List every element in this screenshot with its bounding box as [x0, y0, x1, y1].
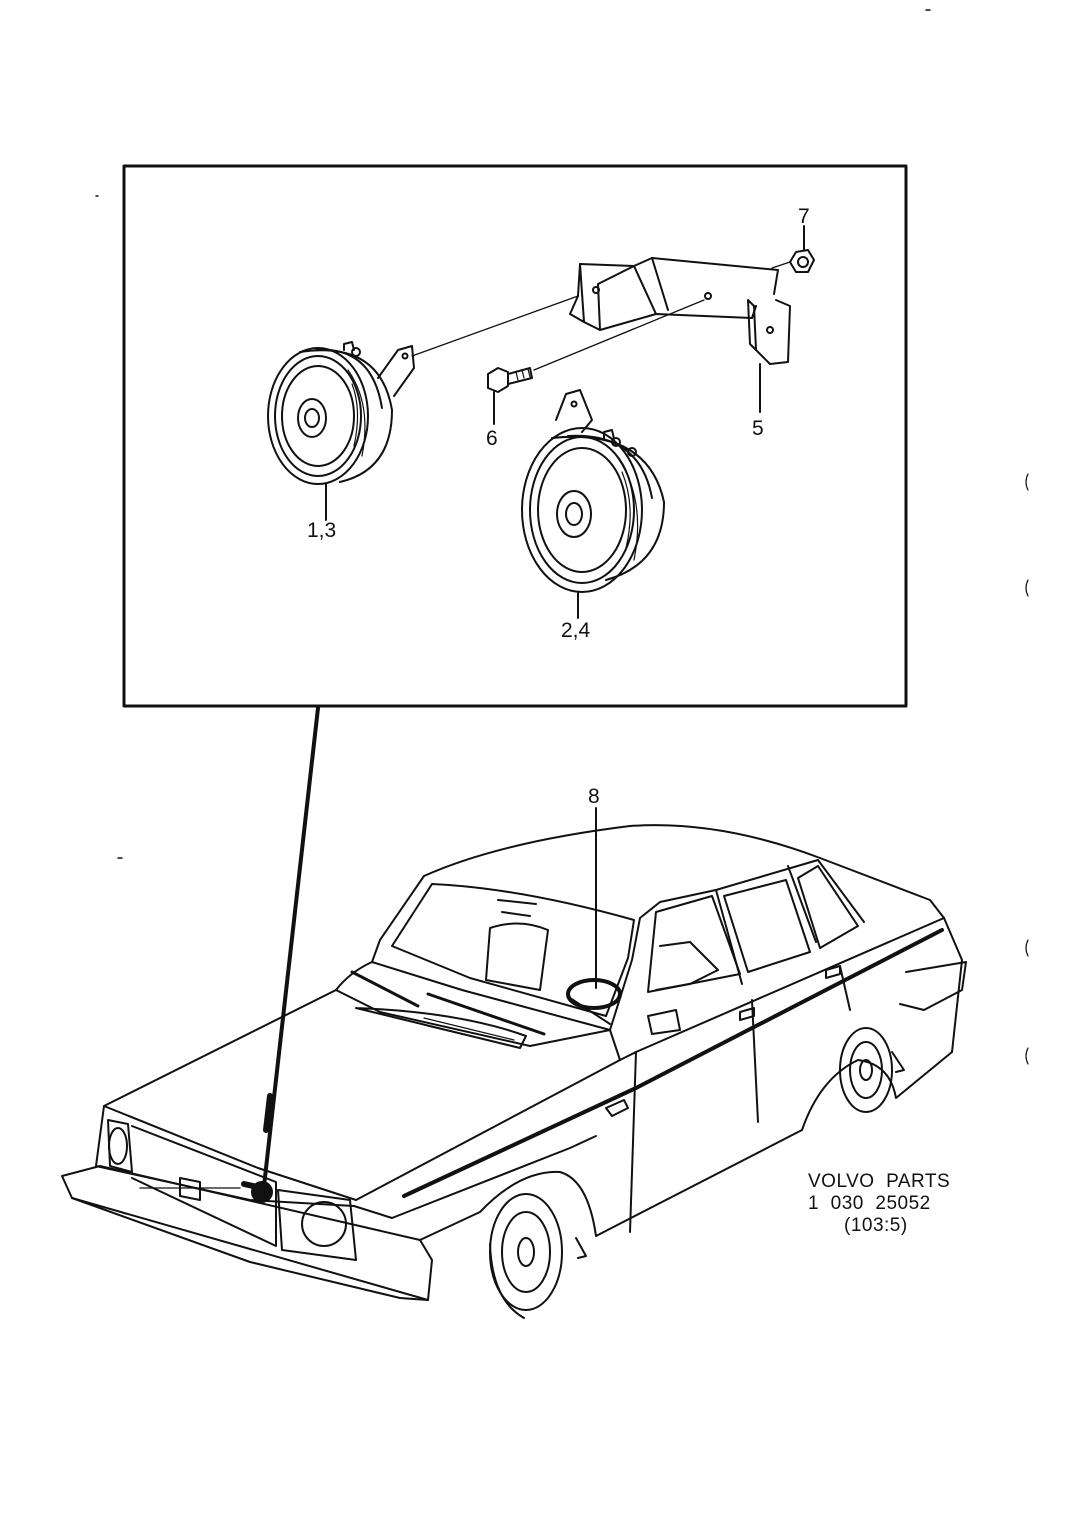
assembly-line-horn — [411, 295, 579, 357]
assembly-line-nut — [771, 261, 791, 269]
callout-5: 5 — [752, 417, 764, 440]
callout-1-3: 1,3 — [307, 519, 337, 542]
assembly-line-bolt — [533, 299, 705, 371]
nut-icon — [789, 249, 815, 273]
horn-left-icon — [267, 341, 415, 485]
footer-part-number: 1 030 25052 — [808, 1193, 931, 1214]
horn-right-icon — [521, 389, 665, 593]
inset-leader-line — [262, 706, 320, 1188]
footer-ref: (103:5) — [844, 1215, 908, 1236]
callout-8: 8 — [588, 785, 600, 808]
sedan-car-icon — [61, 807, 967, 1319]
callout-2-4: 2,4 — [561, 619, 591, 642]
callout-6: 6 — [486, 427, 498, 450]
footer-brand: VOLVO PARTS — [808, 1171, 951, 1192]
bracket-icon — [569, 257, 791, 365]
bolt-icon — [487, 367, 533, 393]
margin-marks — [1025, 473, 1029, 1065]
inset-frame — [122, 164, 908, 708]
scan-specks — [95, 9, 931, 859]
horn-wire — [263, 1093, 273, 1133]
callout-7: 7 — [798, 205, 810, 228]
